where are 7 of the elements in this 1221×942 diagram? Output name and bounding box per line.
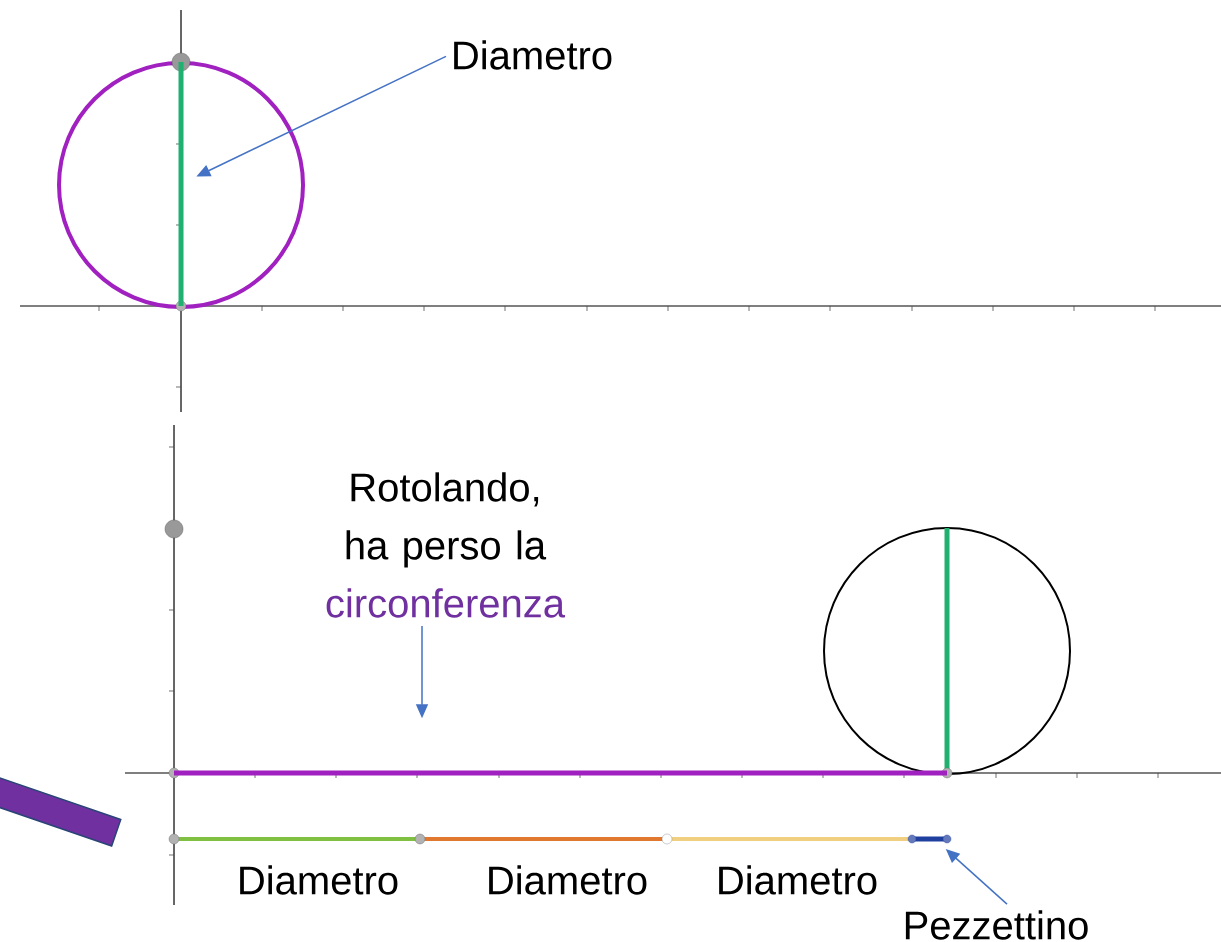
annotation-text: Rotolando, ha perso la circonferenza [326, 472, 565, 618]
annotation-text: Diametro [454, 40, 612, 70]
short-segment [907, 834, 952, 844]
segment-label: Diametro [719, 865, 877, 895]
annotation-text: Pezzettino [905, 910, 1088, 940]
segment-label: Diametro [240, 865, 398, 895]
segment-label: Diametro [489, 865, 647, 895]
